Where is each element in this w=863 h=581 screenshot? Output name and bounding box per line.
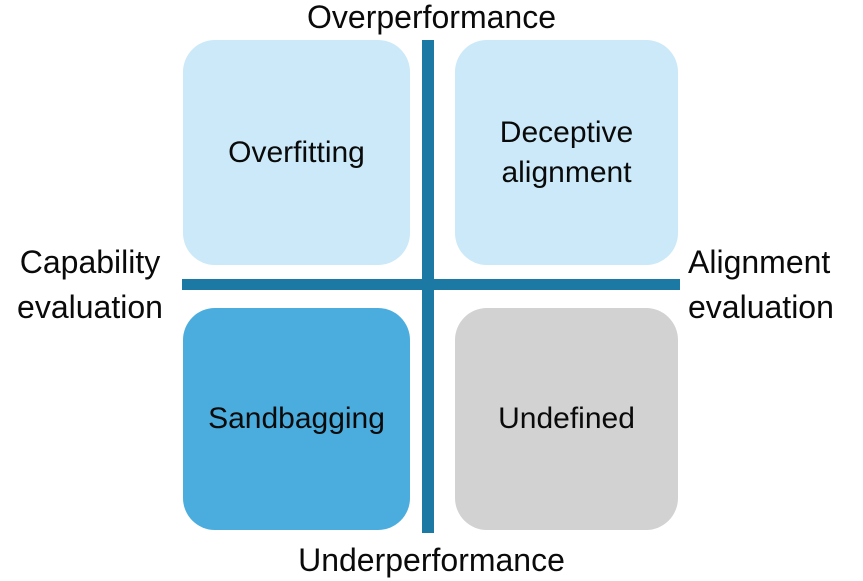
right-axis-label-line2: evaluation — [688, 289, 834, 325]
quadrant-deceptive-alignment: Deceptive alignment — [455, 40, 678, 265]
quadrant-undefined-label: Undefined — [498, 402, 635, 435]
quadrant-sandbagging-label: Sandbagging — [208, 402, 385, 435]
right-axis-label: Alignment evaluation — [688, 240, 863, 330]
left-axis-label-line2: evaluation — [17, 289, 163, 325]
quadrant-undefined: Undefined — [455, 308, 678, 530]
quadrant-sandbagging: Sandbagging — [183, 308, 410, 530]
top-axis-label: Overperformance — [307, 0, 556, 35]
bottom-axis-label: Underperformance — [298, 542, 565, 578]
horizontal-axis-line — [182, 279, 680, 290]
left-axis-label: Capability evaluation — [0, 240, 180, 330]
quadrant-deceptive-alignment-label: Deceptive alignment — [499, 115, 634, 189]
quadrant-overfitting-label: Overfitting — [228, 135, 365, 169]
right-axis-label-line1: Alignment — [688, 244, 831, 280]
left-axis-label-line1: Capability — [19, 244, 161, 280]
quadrant-overfitting: Overfitting — [183, 40, 410, 265]
